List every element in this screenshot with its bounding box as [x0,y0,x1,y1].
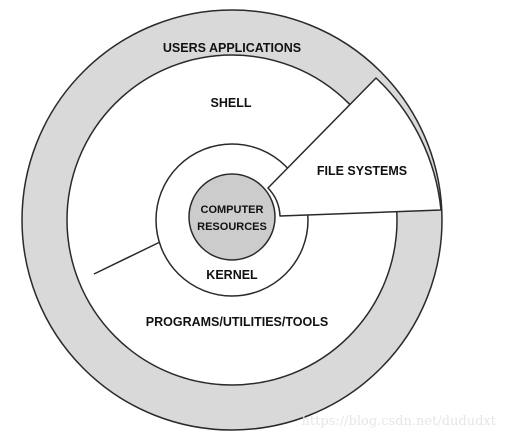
file-systems-label: FILE SYSTEMS [317,164,407,178]
kernel-label: KERNEL [206,268,258,282]
resources-label: RESOURCES [197,221,267,233]
computer-label: COMPUTER [201,204,264,216]
users-applications-label: USERS APPLICATIONS [163,41,301,55]
watermark-text: https://blog.csdn.net/dududxt [302,414,497,429]
computer-resources-core [188,173,276,261]
shell-label: SHELL [211,96,252,110]
shell-programs-divider [93,241,161,275]
programs-utilities-tools-label: PROGRAMS/UTILITIES/TOOLS [146,315,328,329]
file-systems-wedge [267,77,442,217]
